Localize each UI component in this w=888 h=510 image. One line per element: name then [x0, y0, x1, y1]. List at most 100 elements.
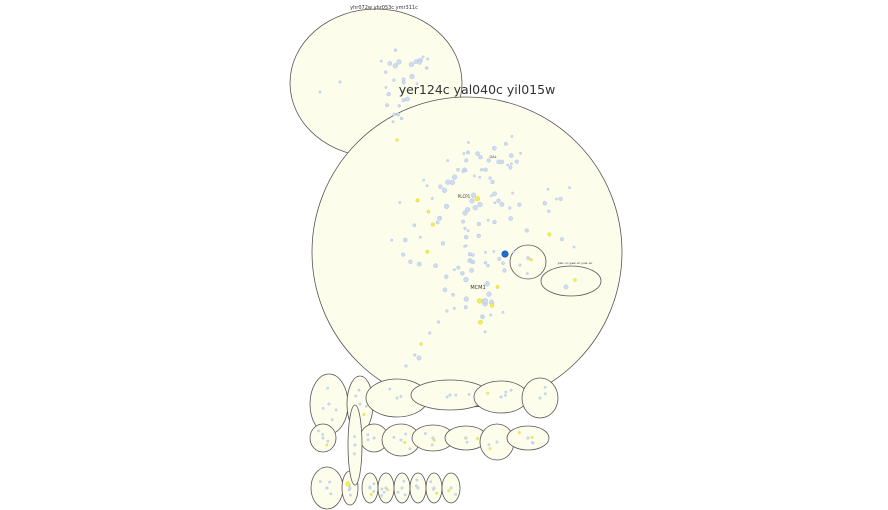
graph-node[interactable] — [525, 272, 529, 275]
graph-node[interactable] — [508, 165, 513, 170]
graph-node[interactable] — [330, 418, 334, 422]
graph-node[interactable] — [449, 486, 453, 490]
graph-node[interactable] — [504, 390, 508, 394]
graph-node[interactable] — [366, 438, 370, 442]
graph-node[interactable] — [326, 439, 330, 443]
graph-node[interactable] — [384, 86, 388, 89]
graph-node[interactable] — [385, 103, 390, 108]
graph-node[interactable] — [425, 184, 429, 188]
graph-node[interactable] — [447, 489, 451, 493]
graph-node[interactable] — [419, 342, 423, 346]
graph-node[interactable] — [497, 256, 502, 261]
graph-node[interactable] — [510, 134, 514, 138]
graph-node[interactable] — [464, 436, 468, 440]
graph-node[interactable] — [492, 219, 497, 225]
graph-node[interactable] — [518, 263, 522, 267]
graph-node[interactable] — [401, 252, 406, 257]
graph-node[interactable] — [478, 319, 483, 325]
graph-node[interactable] — [517, 431, 521, 434]
graph-node[interactable] — [395, 138, 399, 142]
graph-node[interactable] — [352, 452, 356, 456]
graph-node[interactable] — [489, 303, 495, 308]
graph-node[interactable] — [449, 179, 455, 186]
graph-node[interactable] — [400, 486, 404, 490]
graph-node[interactable] — [467, 259, 471, 263]
graph-node[interactable] — [496, 198, 501, 203]
graph-node[interactable] — [366, 433, 370, 437]
graph-node[interactable] — [499, 159, 505, 165]
graph-node[interactable] — [470, 192, 477, 198]
graph-node[interactable] — [486, 391, 490, 395]
graph-node[interactable] — [503, 141, 508, 146]
graph-node[interactable] — [372, 490, 376, 493]
graph-node[interactable] — [471, 253, 475, 257]
graph-node[interactable] — [399, 116, 404, 121]
graph-node[interactable] — [482, 298, 489, 304]
graph-node[interactable] — [454, 393, 458, 397]
graph-node[interactable] — [396, 112, 400, 117]
graph-node[interactable] — [524, 228, 529, 233]
graph-node[interactable] — [404, 364, 408, 368]
graph-node[interactable] — [321, 436, 325, 440]
graph-node[interactable] — [484, 250, 487, 254]
graph-node[interactable] — [469, 268, 475, 273]
graph-node[interactable] — [502, 268, 507, 273]
graph-node[interactable] — [393, 48, 398, 52]
graph-node[interactable] — [499, 395, 503, 399]
graph-node[interactable] — [476, 233, 481, 238]
graph-node[interactable] — [511, 191, 514, 195]
graph-node[interactable] — [452, 174, 458, 180]
graph-node[interactable] — [529, 258, 533, 262]
graph-node[interactable] — [402, 479, 406, 483]
graph-node[interactable] — [542, 201, 547, 206]
graph-node[interactable] — [478, 175, 482, 179]
graph-node[interactable] — [493, 201, 497, 205]
graph-node[interactable] — [530, 441, 534, 444]
graph-node[interactable] — [508, 216, 513, 221]
graph-node[interactable] — [328, 480, 332, 484]
graph-node[interactable] — [431, 436, 435, 440]
graph-node[interactable] — [463, 277, 469, 283]
graph-node[interactable] — [430, 443, 434, 447]
graph-node[interactable] — [426, 57, 430, 61]
graph-node[interactable] — [413, 59, 419, 64]
graph-node[interactable] — [448, 393, 452, 397]
graph-node[interactable] — [509, 153, 514, 158]
graph-node[interactable] — [508, 206, 512, 210]
graph-node[interactable] — [438, 184, 443, 189]
graph-node[interactable] — [483, 167, 488, 172]
graph-node[interactable] — [484, 281, 490, 287]
graph-node[interactable] — [489, 194, 493, 198]
graph-node[interactable] — [467, 151, 470, 155]
graph-node[interactable] — [543, 392, 547, 396]
graph-node[interactable] — [369, 493, 373, 496]
graph-node[interactable] — [558, 196, 563, 201]
graph-node[interactable] — [469, 198, 475, 204]
graph-node[interactable] — [546, 187, 550, 191]
graph-node[interactable] — [409, 73, 415, 80]
graph-node[interactable] — [495, 440, 499, 444]
graph-node[interactable] — [321, 433, 325, 436]
graph-node[interactable] — [358, 402, 362, 406]
graph-node[interactable] — [401, 89, 404, 93]
graph-node[interactable] — [425, 249, 430, 254]
graph-node[interactable] — [486, 158, 491, 163]
graph-node[interactable] — [488, 447, 492, 450]
graph-node[interactable] — [398, 201, 402, 205]
graph-node[interactable] — [396, 59, 402, 65]
graph-node[interactable] — [414, 484, 418, 488]
graph-node[interactable] — [388, 387, 392, 391]
graph-node[interactable] — [452, 268, 456, 272]
graph-node[interactable] — [418, 235, 422, 239]
graph-node[interactable] — [441, 187, 448, 193]
graph-node[interactable] — [501, 310, 505, 314]
graph-node[interactable] — [452, 306, 456, 310]
graph-node[interactable] — [573, 278, 577, 282]
graph-node[interactable] — [408, 61, 415, 68]
graph-node[interactable] — [429, 480, 433, 484]
graph-node[interactable] — [386, 488, 390, 492]
graph-node[interactable] — [368, 486, 372, 490]
graph-node[interactable] — [430, 197, 434, 200]
graph-node[interactable] — [405, 96, 410, 102]
graph-node[interactable] — [392, 78, 396, 82]
